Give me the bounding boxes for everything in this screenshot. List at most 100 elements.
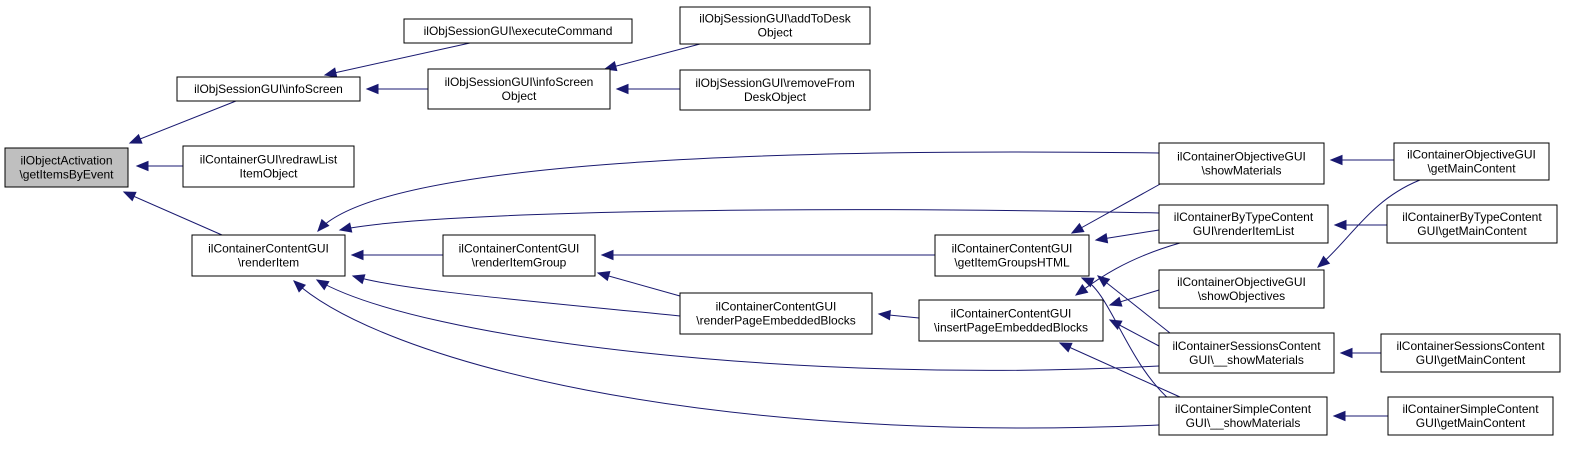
node-obj_objectives[interactable]: ilContainerObjectiveGUI\showObjectives — [1158, 269, 1325, 309]
node-box[interactable] — [176, 76, 361, 102]
edge-simple_show-to-ccg_render — [293, 280, 1160, 429]
node-obj_show[interactable]: ilContainerObjectiveGUI\showMaterials — [1158, 142, 1325, 185]
node-label-line: ilContainerContentGUI — [951, 307, 1072, 321]
node-box[interactable] — [1393, 142, 1550, 181]
node-label-line: ilContainerObjectiveGUI — [1177, 275, 1306, 289]
edge-bytype_render-to-ccg_render — [338, 209, 1160, 233]
node-box[interactable] — [1387, 396, 1554, 436]
edge-arrowhead — [1108, 296, 1123, 307]
edge-arrowhead — [315, 279, 330, 291]
node-sessions_main[interactable]: ilContainerSessionsContentGUI\getMainCon… — [1380, 333, 1561, 373]
node-box[interactable] — [403, 18, 633, 44]
edge-arrowhead — [1094, 233, 1109, 244]
node-sess_info[interactable]: ilObjSessionGUI\infoScreen — [176, 76, 361, 102]
node-ccg_group[interactable]: ilContainerContentGUI\renderItemGroup — [442, 234, 596, 277]
edge-arrowhead — [135, 160, 149, 172]
node-box[interactable] — [1158, 332, 1335, 374]
edge-arrowhead — [1058, 342, 1073, 353]
node-box[interactable] — [442, 234, 596, 277]
node-obj_main[interactable]: ilContainerObjectiveGUI\getMainContent — [1393, 142, 1550, 181]
edge-bytype_render-to-ccg_groups_html — [1094, 229, 1160, 244]
node-ccg_page[interactable]: ilContainerContentGUI\renderPageEmbedded… — [679, 292, 873, 335]
edge-sessions_show-to-ccg_render — [315, 279, 1160, 371]
edge-cont_redraw-to-root — [135, 160, 183, 172]
edge-arrowhead — [351, 274, 366, 285]
node-label-line: GUI\renderItemList — [1193, 224, 1295, 238]
node-label-line: ilContainerContentGUI — [952, 242, 1073, 256]
node-label-line: ilObjSessionGUI\infoScreen — [445, 75, 594, 89]
node-root[interactable]: ilObjectActivation\getItemsByEvent — [4, 147, 129, 188]
edge-arrowhead — [1339, 347, 1353, 359]
node-ccg_render[interactable]: ilContainerContentGUI\renderItem — [191, 234, 346, 277]
edge-arrowhead — [1074, 284, 1089, 296]
node-label-line: GUI\__showMaterials — [1186, 416, 1301, 430]
edge-ccg_page-to-ccg_group — [596, 271, 681, 297]
node-label-line: Object — [758, 26, 793, 40]
node-label-line: ilObjSessionGUI\addToDesk — [699, 12, 851, 26]
node-label-line: GUI\getMainContent — [1417, 224, 1527, 238]
edge-arrowhead — [615, 83, 629, 95]
edge-sess_info-to-root — [128, 100, 237, 144]
node-bytype_render[interactable]: ilContainerByTypeContentGUI\renderItemLi… — [1158, 204, 1329, 244]
edge-bytype_render-to-ccg_insert — [1074, 242, 1181, 296]
node-label-line: ilContainerContentGUI — [208, 242, 329, 256]
node-box[interactable] — [918, 299, 1104, 342]
node-box[interactable] — [191, 234, 346, 277]
edge-sessions_show-to-ccg_insert — [1108, 319, 1160, 347]
node-label-line: ItemObject — [239, 167, 298, 181]
edge-arrowhead — [1316, 255, 1331, 268]
node-label-line: ilContainerSimpleContent — [1175, 402, 1312, 416]
edge-ccg_page-to-ccg_render — [351, 274, 681, 317]
node-label-line: ilContainerContentGUI — [716, 300, 837, 314]
node-label-line: \renderPageEmbeddedBlocks — [696, 314, 855, 328]
node-ccg_insert[interactable]: ilContainerContentGUI\insertPageEmbedded… — [918, 299, 1104, 342]
node-label-line: \getItemsByEvent — [19, 168, 114, 182]
node-label-line: ilContainerContentGUI — [459, 242, 580, 256]
node-box[interactable] — [1158, 204, 1329, 244]
node-box[interactable] — [1158, 396, 1328, 436]
edge-arrowhead — [1332, 410, 1346, 422]
node-box[interactable] — [934, 234, 1090, 277]
edge-line — [352, 275, 681, 317]
edge-arrowhead — [122, 191, 137, 202]
edge-obj_main-to-obj_show — [1329, 154, 1394, 166]
node-ccg_groups_html[interactable]: ilContainerContentGUI\getItemGroupsHTML — [934, 234, 1090, 277]
edge-sess_add-to-sess_infoobj — [603, 43, 701, 72]
node-label-line: ilContainerObjectiveGUI — [1407, 148, 1536, 162]
edge-obj_show-to-ccg_render — [317, 151, 1160, 232]
node-box[interactable] — [679, 292, 873, 335]
node-label-line: ilContainerGUI\redrawList — [200, 153, 338, 167]
edge-ccg_groups_html-to-ccg_group — [600, 249, 935, 261]
edge-sess_exec-to-sess_info — [323, 42, 471, 78]
node-box[interactable] — [1158, 142, 1325, 185]
node-simple_main[interactable]: ilContainerSimpleContentGUI\getMainConte… — [1387, 396, 1554, 436]
node-box[interactable] — [427, 68, 611, 110]
edge-arrowhead — [338, 222, 353, 233]
edge-sessions_main-to-sessions_show — [1339, 347, 1381, 359]
node-box[interactable] — [1380, 333, 1561, 373]
edge-line — [597, 272, 681, 297]
node-bytype_main[interactable]: ilContainerByTypeContentGUI\getMainConte… — [1386, 204, 1558, 244]
edge-obj_objectives-to-ccg_insert — [1108, 289, 1160, 307]
edge-ccg_insert-to-ccg_page — [877, 309, 920, 321]
node-sessions_show[interactable]: ilContainerSessionsContentGUI\__showMate… — [1158, 332, 1335, 374]
node-box[interactable] — [1158, 269, 1325, 309]
node-box[interactable] — [1386, 204, 1558, 244]
node-label-line: \getMainContent — [1427, 162, 1516, 176]
edge-line — [339, 209, 1160, 231]
node-box[interactable] — [4, 147, 129, 188]
node-label-line: ilContainerByTypeContent — [1174, 210, 1314, 224]
node-box[interactable] — [182, 145, 355, 188]
edge-simple_show-to-ccg_insert — [1058, 342, 1181, 398]
edge-line — [1097, 275, 1171, 334]
node-box[interactable] — [679, 69, 871, 111]
node-sess_exec[interactable]: ilObjSessionGUI\executeCommand — [403, 18, 633, 44]
node-simple_show[interactable]: ilContainerSimpleContentGUI\__showMateri… — [1158, 396, 1328, 436]
node-box[interactable] — [679, 6, 871, 45]
edge-bytype_main-to-bytype_render — [1333, 219, 1387, 231]
edge-sessions_show-to-ccg_groups_html — [1096, 275, 1171, 334]
